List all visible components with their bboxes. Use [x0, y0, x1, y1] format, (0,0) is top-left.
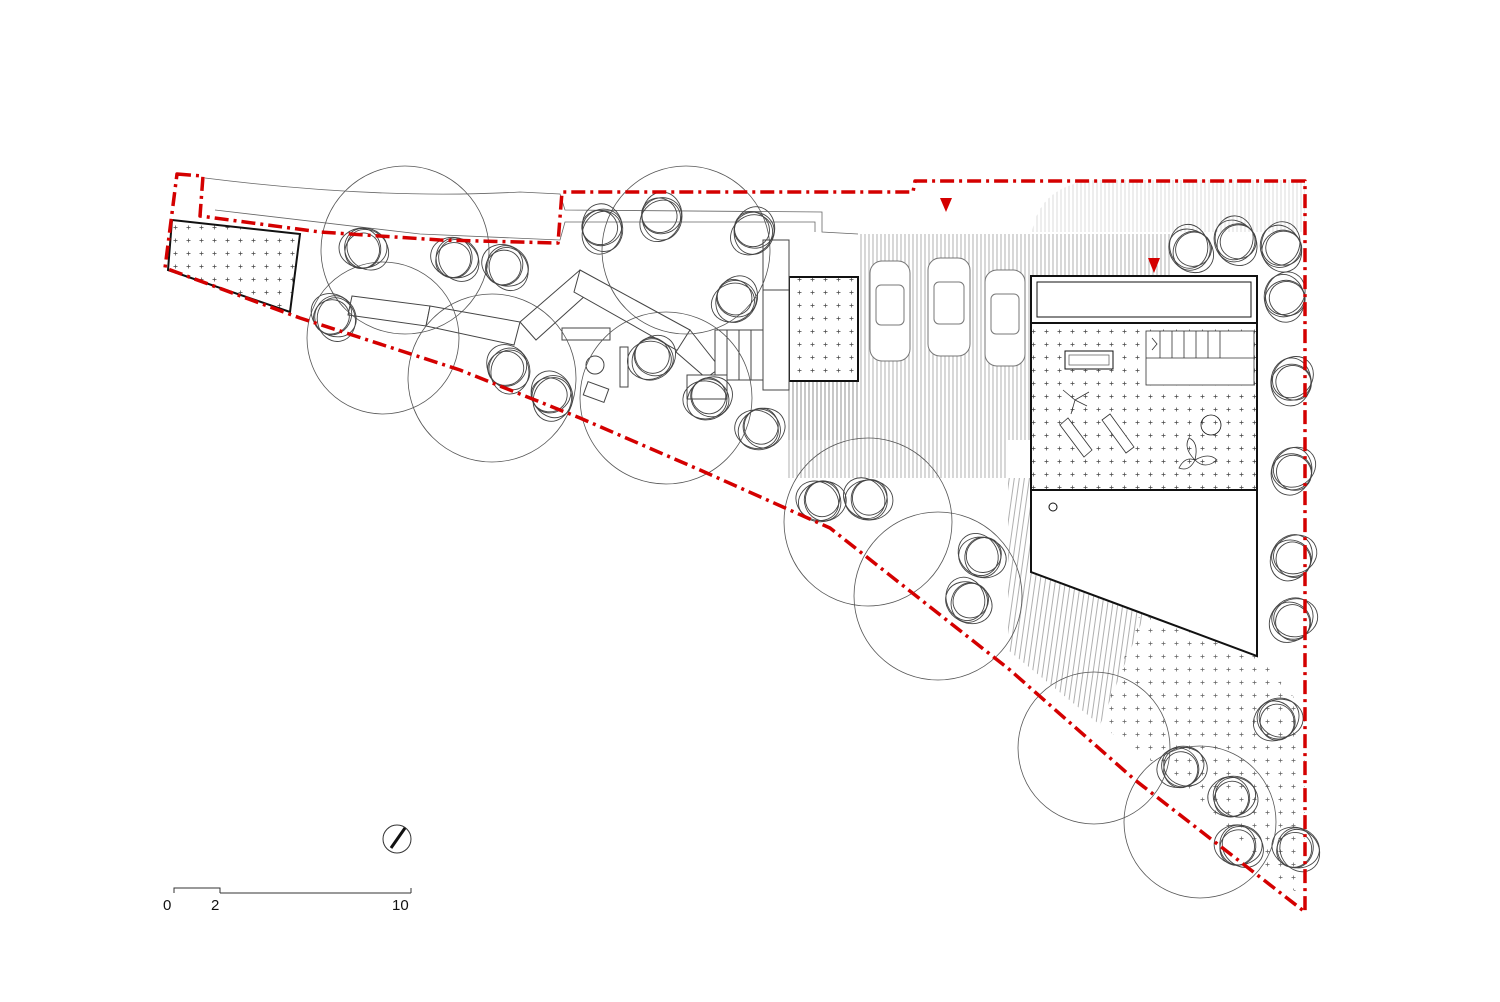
tree-symbol — [1213, 824, 1264, 868]
triangle-down-icon — [1148, 258, 1160, 273]
upper-deck — [1030, 234, 1170, 276]
entrance-markers — [940, 198, 1160, 273]
tree-symbol — [1271, 826, 1321, 873]
north-wall-line — [204, 177, 859, 235]
tree-symbol — [1270, 446, 1317, 496]
planter-courtyard — [788, 276, 859, 382]
tree-symbol — [730, 206, 776, 256]
steps — [686, 239, 790, 400]
tree-symbol — [843, 477, 894, 521]
planter-pot — [585, 355, 605, 375]
tree-symbol — [1213, 215, 1258, 266]
tree-symbol — [1156, 745, 1208, 789]
tree-symbol — [1270, 356, 1314, 407]
bench — [561, 327, 611, 341]
site-boundary — [163, 172, 1307, 914]
tree-symbol — [639, 191, 683, 243]
tree-symbol — [1268, 597, 1319, 643]
scale-label-2: 2 — [211, 897, 219, 914]
tree-symbol — [682, 376, 733, 421]
tree-trunks — [310, 191, 1321, 873]
scale-bar — [173, 887, 412, 894]
round-table — [1200, 414, 1222, 436]
tree-symbol — [1168, 223, 1215, 274]
tree-symbol — [581, 203, 624, 255]
tree-symbol — [734, 407, 786, 451]
house-north-wing — [1030, 275, 1258, 324]
house-south-wing — [1030, 489, 1258, 658]
north-planting-band — [1032, 180, 1305, 232]
house — [1030, 275, 1258, 658]
tree-symbol — [627, 334, 677, 381]
tree-symbol — [338, 227, 390, 271]
stair — [1145, 330, 1255, 386]
path-segment-2 — [425, 305, 521, 346]
tree-symbol — [530, 370, 574, 422]
south-deck — [1008, 478, 1145, 725]
tree-symbol — [1207, 775, 1259, 818]
scale-label-0: 0 — [163, 897, 171, 914]
tree-symbol — [1253, 697, 1304, 742]
post — [619, 346, 629, 388]
parked-cars — [869, 257, 1026, 367]
scale-label-10: 10 — [392, 897, 409, 914]
planter-west — [166, 218, 302, 314]
north-arrow-icon — [382, 824, 412, 854]
car-1 — [869, 260, 911, 362]
sun-loungers — [1059, 413, 1135, 458]
tree-canopies — [306, 165, 1277, 899]
terrace-left-strip — [788, 382, 858, 478]
tree-symbol — [481, 244, 529, 291]
tree-symbol — [310, 293, 357, 342]
tree-symbol — [1259, 221, 1303, 273]
house-north-wing-inner — [1036, 281, 1252, 318]
triangle-down-icon — [940, 198, 952, 212]
column — [1048, 502, 1058, 512]
plant-symbols — [1062, 389, 1218, 470]
tree-symbol — [1269, 534, 1318, 582]
pool — [1064, 350, 1114, 370]
tree-symbol — [957, 532, 1007, 579]
tree-symbol — [430, 236, 480, 282]
tree-symbol — [945, 576, 993, 625]
tree-symbol — [795, 480, 847, 523]
tree-symbol — [710, 275, 759, 323]
